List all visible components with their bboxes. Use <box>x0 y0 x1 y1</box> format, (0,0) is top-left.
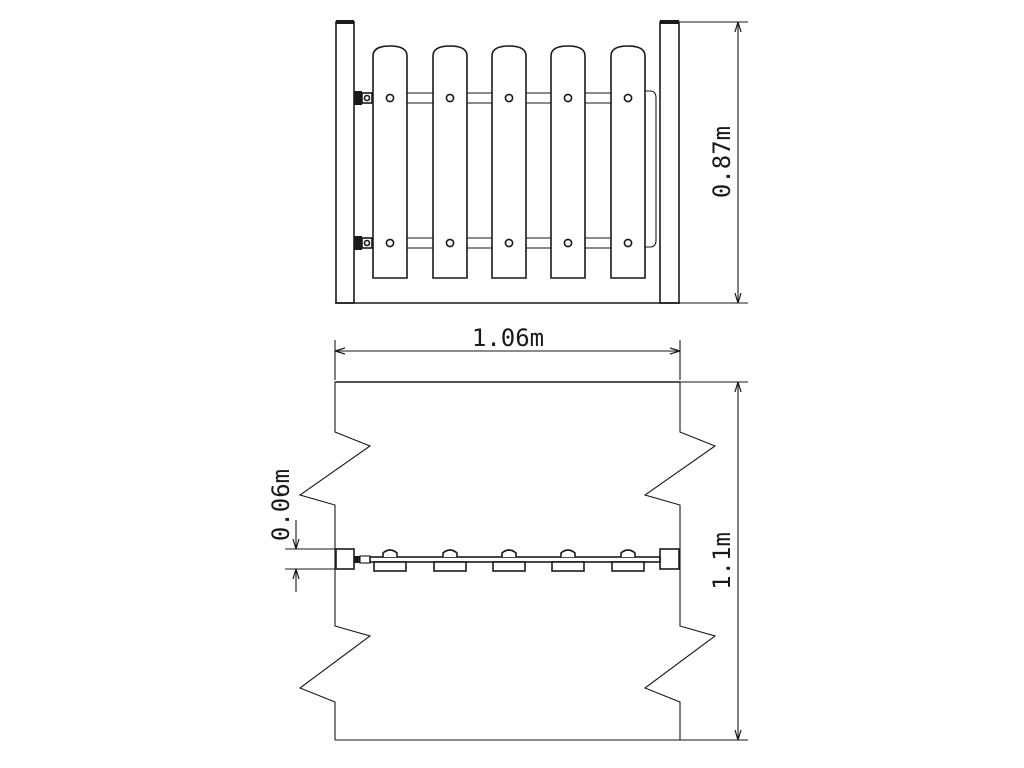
plan-picket <box>492 549 526 572</box>
bolt-icon <box>385 93 395 103</box>
bolt-icon <box>445 238 455 248</box>
bolt-icon <box>563 238 573 248</box>
bolt-icon <box>385 238 395 248</box>
dimension-depth: 1.1m <box>680 381 748 741</box>
plan-left-post <box>335 548 355 570</box>
plan-left-boundary <box>298 382 372 740</box>
front-frame-loop <box>640 90 657 248</box>
plan-picket <box>373 549 407 572</box>
dimension-label-depth: 1.1m <box>708 532 736 590</box>
dimension-label-gap: 0.06m <box>267 469 295 541</box>
plan-picket <box>433 549 467 572</box>
dimension-width: 1.06m <box>334 324 681 380</box>
plan-hinge <box>354 556 360 563</box>
bolt-icon <box>563 93 573 103</box>
dimension-label-width: 1.06m <box>472 324 544 352</box>
dimension-gap: 0.06m <box>267 469 336 592</box>
front-right-post <box>659 21 680 304</box>
front-left-post <box>335 21 355 304</box>
front-elevation: 0.87m <box>335 20 748 304</box>
dimension-height-front: 0.87m <box>680 21 748 304</box>
front-lower-hinge <box>354 236 373 250</box>
bolt-icon <box>623 238 633 248</box>
front-picket <box>372 45 408 279</box>
front-picket <box>550 45 586 279</box>
front-picket <box>610 45 646 279</box>
plan-fence-section <box>335 548 680 572</box>
front-left-post-cap <box>336 20 354 24</box>
plan-view: 1.06m <box>267 324 748 741</box>
bolt-icon <box>623 93 633 103</box>
bolt-icon <box>445 93 455 103</box>
bolt-icon <box>504 238 514 248</box>
front-right-post-cap <box>660 20 679 24</box>
bolt-icon <box>504 93 514 103</box>
plan-hinge-body <box>359 555 371 564</box>
front-upper-hinge <box>354 91 373 105</box>
plan-right-boundary <box>643 382 717 740</box>
dimension-label-height: 0.87m <box>708 126 736 198</box>
front-picket <box>432 45 468 279</box>
plan-right-post <box>659 548 680 570</box>
plan-picket <box>551 549 585 572</box>
front-picket <box>491 45 527 279</box>
plan-picket <box>611 549 645 572</box>
